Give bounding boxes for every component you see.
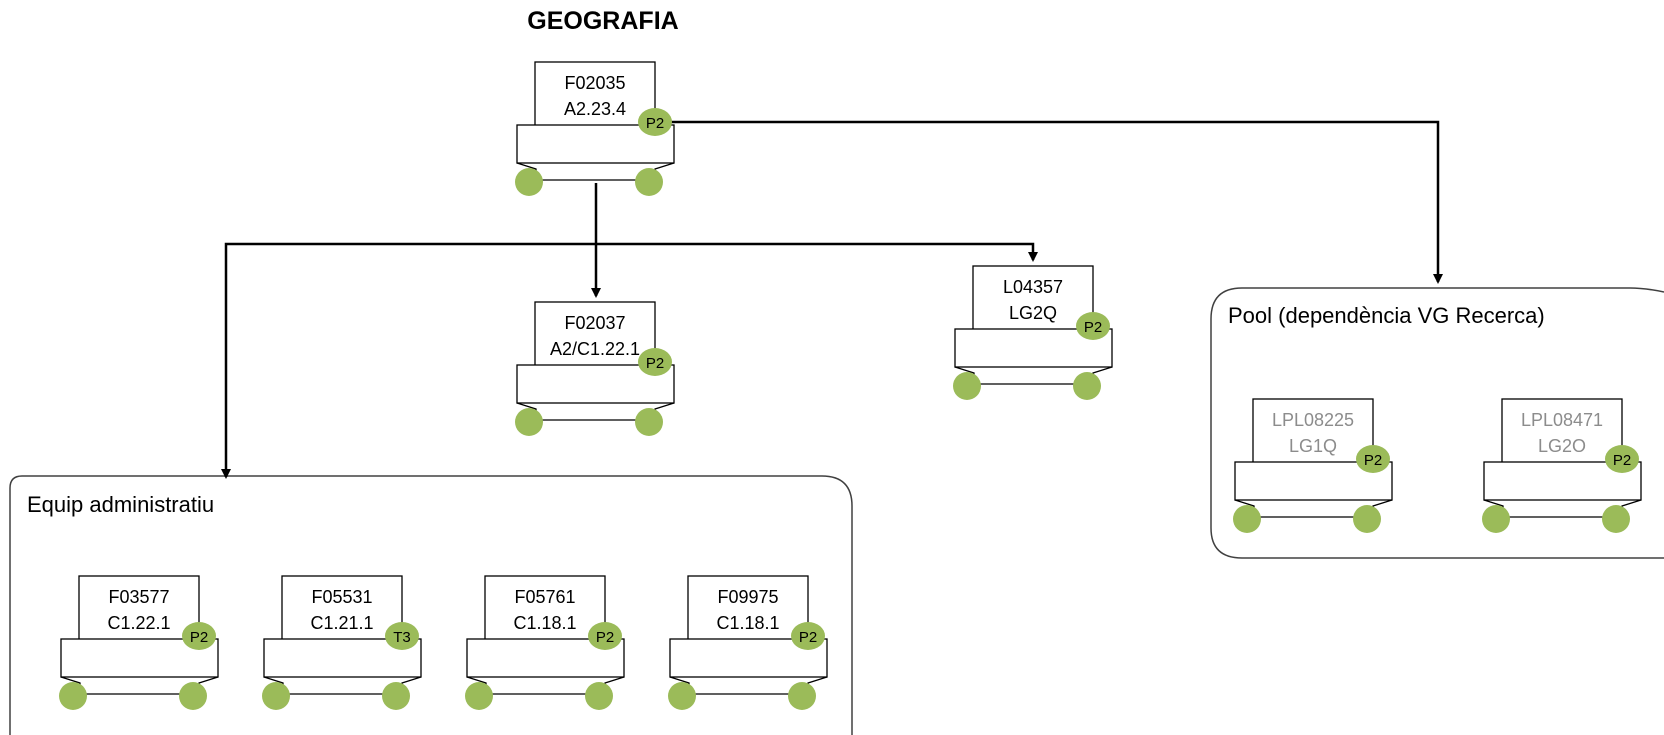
printer-foot-right-icon	[179, 682, 207, 710]
printer-badge-icon	[182, 622, 216, 650]
printer-location: C1.18.1	[716, 613, 779, 633]
connectors	[221, 120, 1443, 479]
printer-foot-left-icon	[262, 682, 290, 710]
printer-badge: P2	[596, 629, 614, 646]
printer-badge: P2	[1613, 452, 1631, 469]
printer-foot-right-icon	[1353, 505, 1381, 533]
group-pool: Pool (dependència VG Recerca)	[1210, 287, 1664, 559]
printer-id: F09975	[717, 587, 778, 607]
printer-tray-icon	[954, 366, 1113, 385]
printer-location: C1.18.1	[513, 613, 576, 633]
printer-paper-icon	[1501, 398, 1623, 464]
printer-paper-icon	[1252, 398, 1374, 464]
printer-badge: P2	[646, 355, 664, 372]
printer-paper-icon	[484, 575, 606, 641]
printer-badge: T3	[393, 629, 411, 646]
printer-foot-left-icon	[59, 682, 87, 710]
printer-badge-icon	[1605, 445, 1639, 473]
printer-tray-icon	[669, 676, 828, 695]
printer-tray-icon	[466, 676, 625, 695]
group-pool-label: Pool (dependència VG Recerca)	[1228, 303, 1545, 328]
connector-root-to-right	[596, 242, 1038, 262]
printer-foot-left-icon	[1482, 505, 1510, 533]
printer-location: A2.23.4	[564, 99, 626, 119]
printer-tray-icon	[516, 162, 675, 181]
printer-id: L04357	[1003, 277, 1063, 297]
printer-badge-icon	[588, 622, 622, 650]
printer-id: LPL08225	[1272, 410, 1354, 430]
printer-foot-right-icon	[788, 682, 816, 710]
printer-location: A2/C1.22.1	[550, 339, 640, 359]
printer-foot-right-icon	[635, 408, 663, 436]
printer-foot-left-icon	[515, 408, 543, 436]
printer-paper-icon	[534, 61, 656, 127]
printer-paper-icon	[281, 575, 403, 641]
printer-foot-left-icon	[668, 682, 696, 710]
printer-foot-left-icon	[953, 372, 981, 400]
printer-tray-icon	[1234, 499, 1393, 518]
printer-id: F05531	[311, 587, 372, 607]
printer-id: F03577	[108, 587, 169, 607]
printer-foot-left-icon	[465, 682, 493, 710]
printer-badge-icon	[1076, 312, 1110, 340]
connector-root-to-pool	[660, 120, 1443, 284]
group-admin: Equip administratiu	[9, 475, 853, 735]
group-admin-label: Equip administratiu	[27, 492, 214, 517]
printer-foot-right-icon	[382, 682, 410, 710]
printer-badge: P2	[190, 629, 208, 646]
printer-badge-icon	[1356, 445, 1390, 473]
printer-foot-left-icon	[515, 168, 543, 196]
printer-location: LG2Q	[1009, 303, 1057, 323]
printer-badge: P2	[646, 115, 664, 132]
printer-badge: P2	[1364, 452, 1382, 469]
connector-root-to-admin	[221, 242, 596, 479]
printer-id: F02035	[564, 73, 625, 93]
printer-tray-icon	[516, 402, 675, 421]
printer-location: C1.22.1	[107, 613, 170, 633]
printer-foot-right-icon	[635, 168, 663, 196]
printer-foot-right-icon	[585, 682, 613, 710]
printer-badge-icon	[638, 108, 672, 136]
printer-id: LPL08471	[1521, 410, 1603, 430]
printer-id: F02037	[564, 313, 625, 333]
printer-tray-icon	[60, 676, 219, 695]
printer-paper-icon	[972, 265, 1094, 331]
printer-badge-icon	[638, 348, 672, 376]
printer-tray-icon	[263, 676, 422, 695]
printer-location: C1.21.1	[310, 613, 373, 633]
printer-foot-right-icon	[1602, 505, 1630, 533]
printer-paper-icon	[534, 301, 656, 367]
printer-foot-left-icon	[1233, 505, 1261, 533]
printer-location: LG2O	[1538, 436, 1586, 456]
printer-badge: P2	[799, 629, 817, 646]
printer-paper-icon	[687, 575, 809, 641]
printer-paper-icon	[78, 575, 200, 641]
printer-id: F05761	[514, 587, 575, 607]
printer-badge-icon	[791, 622, 825, 650]
printer-foot-right-icon	[1073, 372, 1101, 400]
printer-location: LG1Q	[1289, 436, 1337, 456]
printer-tray-icon	[1483, 499, 1642, 518]
printer-badge: P2	[1084, 319, 1102, 336]
diagram-title: GEOGRAFIA	[527, 7, 678, 35]
printer-badge-icon	[385, 622, 419, 650]
